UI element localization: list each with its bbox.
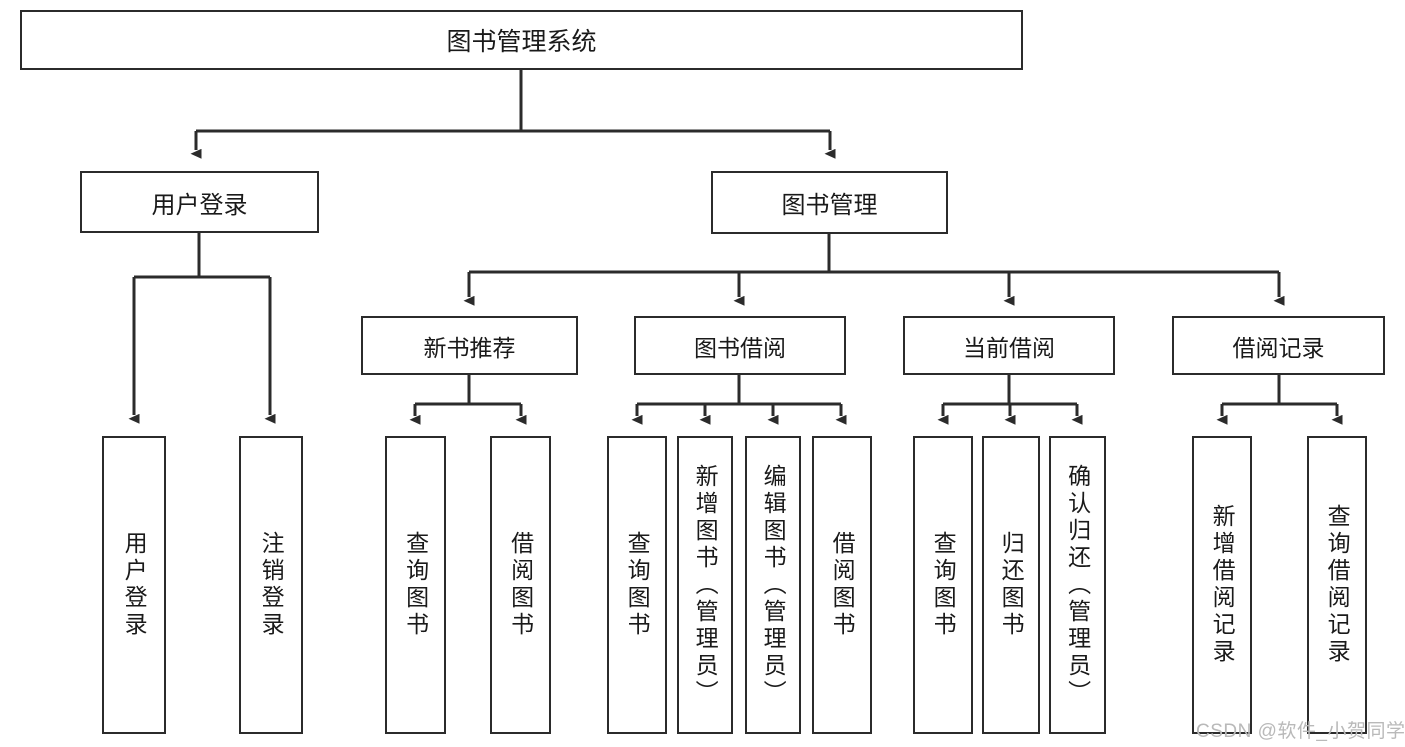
node-label: 新增图书（管理员） [692, 463, 719, 707]
node-label: 编辑图书（管理员） [760, 463, 787, 707]
node-label: 借阅图书 [829, 531, 856, 639]
node-label: 新书推荐 [423, 334, 516, 361]
leaf-query-borrow-record[interactable]: 查询借阅记录 [1307, 436, 1367, 734]
leaf-borrow-book[interactable]: 借阅图书 [812, 436, 872, 734]
node-label: 归还图书 [998, 531, 1025, 639]
node-label: 查询图书 [402, 531, 429, 639]
node-new-book-recommend[interactable]: 新书推荐 [361, 316, 578, 375]
leaf-edit-book-admin[interactable]: 编辑图书（管理员） [745, 436, 801, 734]
node-root-system[interactable]: 图书管理系统 [20, 10, 1023, 70]
node-borrow-record[interactable]: 借阅记录 [1172, 316, 1385, 375]
node-label: 确认归还（管理员） [1064, 463, 1091, 707]
leaf-query-book-current[interactable]: 查询图书 [913, 436, 973, 734]
node-label: 当前借阅 [963, 334, 1055, 361]
node-label: 借阅记录 [1232, 334, 1325, 361]
leaf-add-book-admin[interactable]: 新增图书（管理员） [677, 436, 733, 734]
node-book-borrow[interactable]: 图书借阅 [634, 316, 846, 375]
leaf-confirm-return-admin[interactable]: 确认归还（管理员） [1049, 436, 1106, 734]
leaf-return-book[interactable]: 归还图书 [982, 436, 1040, 734]
node-label: 新增借阅记录 [1209, 504, 1236, 666]
node-label: 查询借阅记录 [1324, 504, 1351, 666]
node-label: 查询图书 [930, 531, 957, 639]
leaf-add-borrow-record[interactable]: 新增借阅记录 [1192, 436, 1252, 734]
node-label: 注销登录 [258, 531, 285, 639]
node-label: 图书管理系统 [446, 28, 597, 56]
leaf-logout[interactable]: 注销登录 [239, 436, 303, 734]
node-label: 图书借阅 [694, 334, 786, 361]
node-label: 用户登录 [151, 191, 248, 219]
node-user-login[interactable]: 用户登录 [80, 171, 319, 233]
leaf-user-login[interactable]: 用户登录 [102, 436, 166, 734]
node-label: 借阅图书 [507, 531, 534, 639]
node-current-borrow[interactable]: 当前借阅 [903, 316, 1115, 375]
node-book-management[interactable]: 图书管理 [711, 171, 948, 234]
leaf-query-book-recommend[interactable]: 查询图书 [385, 436, 446, 734]
node-label: 图书管理 [781, 192, 878, 219]
leaf-query-book-borrow[interactable]: 查询图书 [607, 436, 667, 734]
node-label: 查询图书 [624, 531, 651, 639]
node-label: 用户登录 [121, 531, 148, 639]
leaf-borrow-book-recommend[interactable]: 借阅图书 [490, 436, 551, 734]
csdn-watermark: CSDN @软件_小贺同学 [1196, 721, 1405, 742]
